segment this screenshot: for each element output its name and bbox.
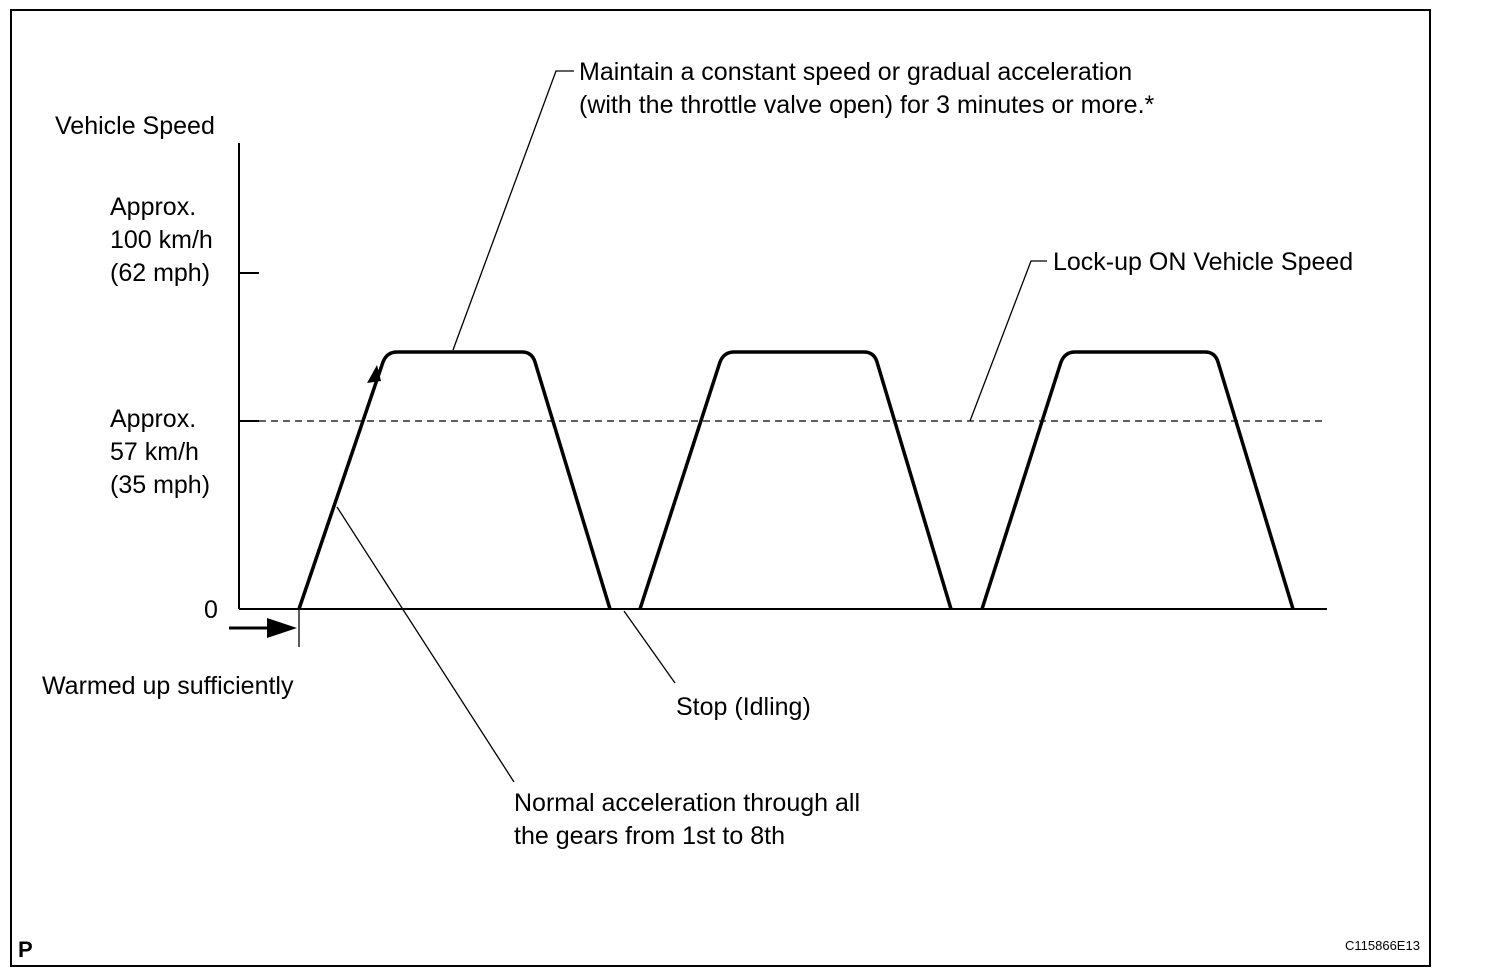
stop-leader — [623, 610, 676, 684]
corner-mark: P — [18, 937, 33, 962]
tick-zero-label: 0 — [204, 596, 218, 624]
tick-mid-label-2: 57 km/h — [110, 438, 199, 466]
normal-accel-note-line-1: Normal acceleration through all — [514, 789, 860, 817]
maintain-note-line-1: Maintain a constant speed or gradual acc… — [579, 58, 1132, 86]
start-arrow-icon — [267, 618, 297, 638]
speed-cycle-2 — [638, 350, 953, 610]
tick-mid-label-1: Approx. — [110, 405, 196, 433]
lockup-note: Lock-up ON Vehicle Speed — [1053, 248, 1353, 276]
y-axis-title: Vehicle Speed — [55, 112, 215, 140]
normal-accel-leader — [336, 506, 515, 783]
maintain-leader — [452, 70, 574, 351]
maintain-note-line-2: (with the throttle valve open) for 3 min… — [579, 91, 1155, 119]
speed-cycle-1 — [297, 350, 612, 610]
acceleration-arrowhead — [367, 365, 381, 383]
stop-note: Stop (Idling) — [676, 693, 811, 721]
tick-high-label-2: 100 km/h — [110, 226, 213, 254]
tick-high-label-1: Approx. — [110, 193, 196, 221]
lockup-leader — [969, 260, 1047, 422]
normal-accel-note-line-2: the gears from 1st to 8th — [514, 822, 785, 850]
figure-code: C115866E13 — [1345, 938, 1420, 953]
figure-frame — [10, 9, 1431, 967]
warmed-note: Warmed up sufficiently — [42, 672, 294, 700]
speed-cycle-3 — [980, 350, 1295, 610]
tick-high-label-3: (62 mph) — [110, 259, 210, 287]
tick-mid-label-3: (35 mph) — [110, 471, 210, 499]
